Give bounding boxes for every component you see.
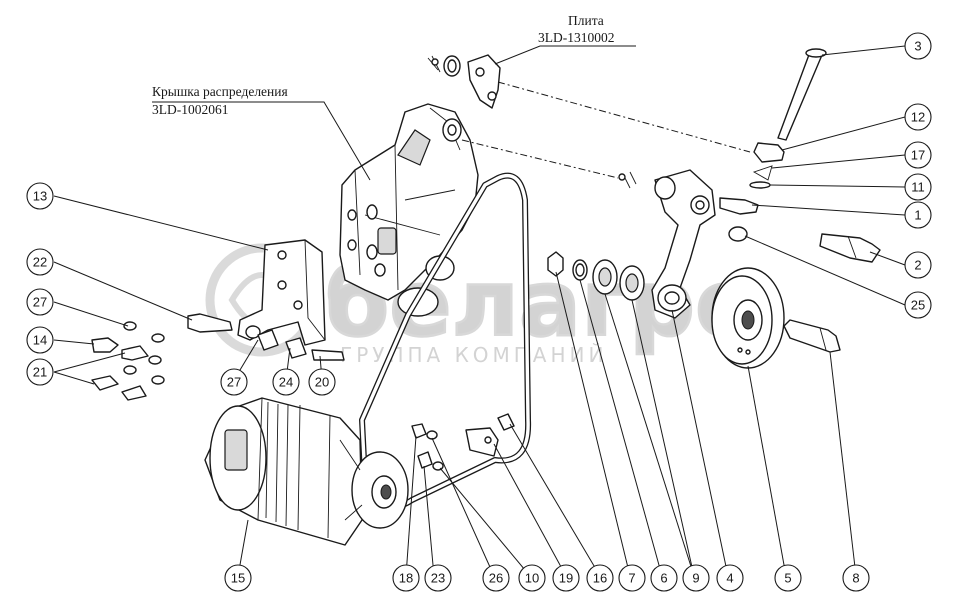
callout-18-number: 18 [399, 571, 413, 586]
pivot-parts [719, 48, 881, 263]
callout-16-number: 16 [593, 571, 607, 586]
callout-12-number: 12 [911, 110, 925, 125]
label-plate: Плита 3LD-1310002 [494, 13, 636, 65]
tension-arm [618, 169, 716, 319]
callout-23: 23 [424, 564, 452, 592]
label-cover: Крышка распределения 3LD-1002061 [152, 84, 371, 181]
callout-16: 16 [586, 564, 614, 592]
belt-pulley [711, 267, 785, 369]
callout-7-number: 7 [628, 571, 635, 586]
callout-7: 7 [618, 564, 646, 592]
callout-21-number: 21 [33, 365, 47, 380]
bracket [237, 239, 326, 346]
callout-11: 11 [904, 173, 932, 201]
callout-22: 22 [26, 248, 54, 276]
callout-5-number: 5 [784, 571, 791, 586]
callout-8: 8 [842, 564, 870, 592]
callout-27-left-number: 27 [33, 295, 47, 310]
callout-15-number: 15 [231, 571, 245, 586]
callout-24-number: 24 [279, 375, 293, 390]
callout-25-number: 25 [911, 298, 925, 313]
callout-6: 6 [650, 564, 678, 592]
cover-label-name: Крышка распределения [152, 84, 288, 99]
callout-27-mid-number: 27 [227, 375, 241, 390]
callout-11-number: 11 [911, 180, 925, 195]
bolt-8 [783, 319, 841, 353]
callout-14: 14 [26, 326, 54, 354]
callout-17-number: 17 [911, 148, 925, 163]
plate-label-name: Плита [568, 13, 604, 28]
callout-12: 12 [904, 103, 932, 131]
callout-3-number: 3 [914, 39, 921, 54]
cover-label-code: 3LD-1002061 [152, 102, 229, 117]
callout-3: 3 [904, 32, 932, 60]
callout-20: 20 [308, 368, 336, 396]
callout-1: 1 [904, 201, 932, 229]
callout-9-number: 9 [692, 571, 699, 586]
watermark-tagline: ГРУППА КОМПАНИЙ [340, 343, 607, 367]
callout-2: 2 [904, 251, 932, 279]
callout-6-number: 6 [660, 571, 667, 586]
callout-10: 10 [518, 564, 546, 592]
callout-5: 5 [774, 564, 802, 592]
alternator [204, 397, 409, 546]
callout-1-number: 1 [914, 208, 921, 223]
callout-20-number: 20 [315, 375, 329, 390]
callout-26: 26 [482, 564, 510, 592]
callout-10-number: 10 [525, 571, 539, 586]
callout-13: 13 [26, 182, 54, 210]
callout-13-number: 13 [33, 189, 47, 204]
callout-4-number: 4 [726, 571, 733, 586]
callout-8-number: 8 [852, 571, 859, 586]
plate-part [427, 54, 501, 109]
callout-18: 18 [392, 564, 420, 592]
left-fasteners [91, 313, 345, 401]
callout-19-number: 19 [559, 571, 573, 586]
callout-21: 21 [26, 358, 54, 386]
callout-27-left: 27 [26, 288, 54, 316]
plate-label-code: 3LD-1310002 [538, 30, 615, 45]
callout-25: 25 [904, 291, 932, 319]
callout-27-mid: 27 [220, 368, 248, 396]
callout-22-number: 22 [33, 255, 47, 270]
callout-2-number: 2 [914, 258, 921, 273]
alignment-lines [461, 81, 751, 179]
callout-19: 19 [552, 564, 580, 592]
callout-14-number: 14 [33, 333, 47, 348]
callout-24: 24 [272, 368, 300, 396]
callout-23-number: 23 [431, 571, 445, 586]
callout-leaders [53, 45, 906, 577]
bottom-fasteners [411, 413, 515, 471]
callout-17: 17 [904, 141, 932, 169]
callout-15: 15 [224, 564, 252, 592]
callout-26-number: 26 [489, 571, 503, 586]
callout-4: 4 [716, 564, 744, 592]
callout-9: 9 [682, 564, 710, 592]
